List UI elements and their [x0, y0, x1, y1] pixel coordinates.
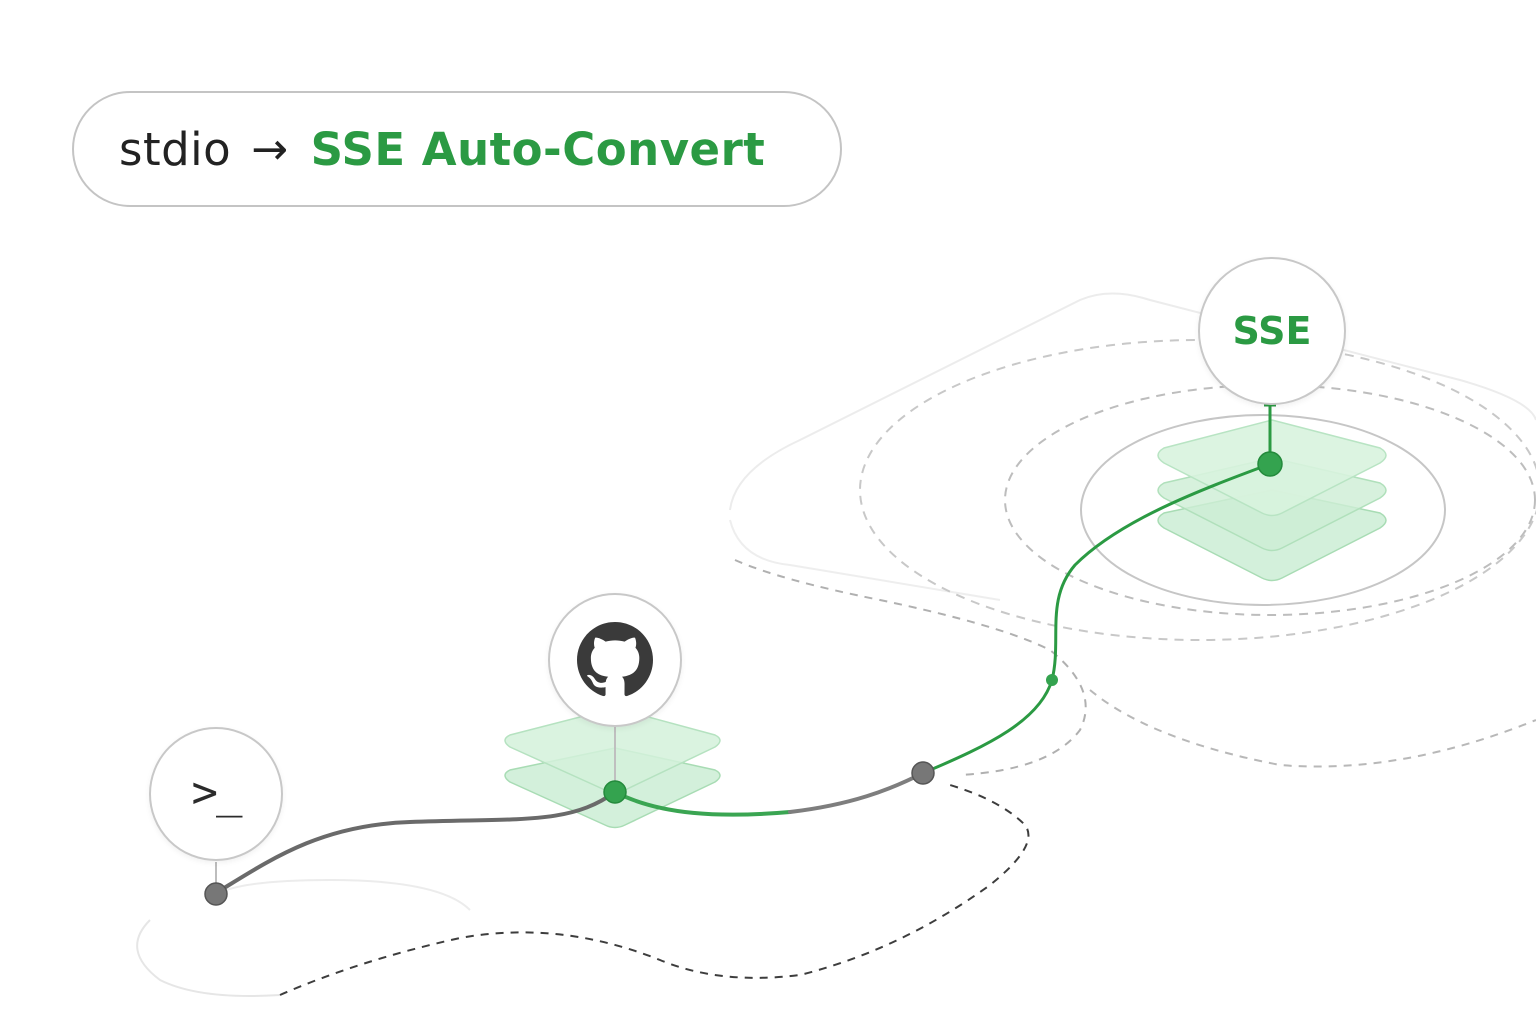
- dashed-route-mid: [734, 559, 1087, 776]
- dashed-route-bottom: [279, 784, 1030, 996]
- arrow-right-icon: →: [251, 123, 289, 175]
- sse-layer-stack: [1157, 419, 1387, 582]
- github-node: [548, 593, 682, 727]
- background-trace-outer: [729, 292, 1536, 511]
- small-green-dot: [1046, 674, 1058, 686]
- title-source: stdio: [119, 122, 232, 176]
- title-pill: stdio → SSE Auto-Convert: [72, 91, 842, 207]
- github-icon: [577, 622, 653, 697]
- github-anchor-dot: [603, 780, 627, 804]
- flow-line-sse: [921, 462, 1272, 775]
- sse-anchor-dot: [1257, 451, 1283, 477]
- terminal-icon: >_: [191, 766, 243, 818]
- dashed-route-right: [1089, 689, 1536, 768]
- flow-line-mid-gray: [788, 771, 925, 814]
- terminal-anchor-dot: [204, 882, 228, 906]
- title-target: SSE Auto-Convert: [310, 122, 766, 176]
- sse-ring-inner: [1080, 414, 1446, 606]
- midpoint-dot: [911, 761, 935, 785]
- background-trace-left-2: [214, 878, 471, 911]
- flow-line-github-to-mid: [613, 790, 792, 817]
- terminal-node: >_: [149, 727, 283, 861]
- sse-node: SSE: [1198, 257, 1346, 405]
- background-trace-lower: [729, 519, 1001, 601]
- flow-line-stdio: [214, 790, 617, 895]
- background-trace-left: [136, 919, 281, 997]
- sse-label: SSE: [1232, 309, 1312, 353]
